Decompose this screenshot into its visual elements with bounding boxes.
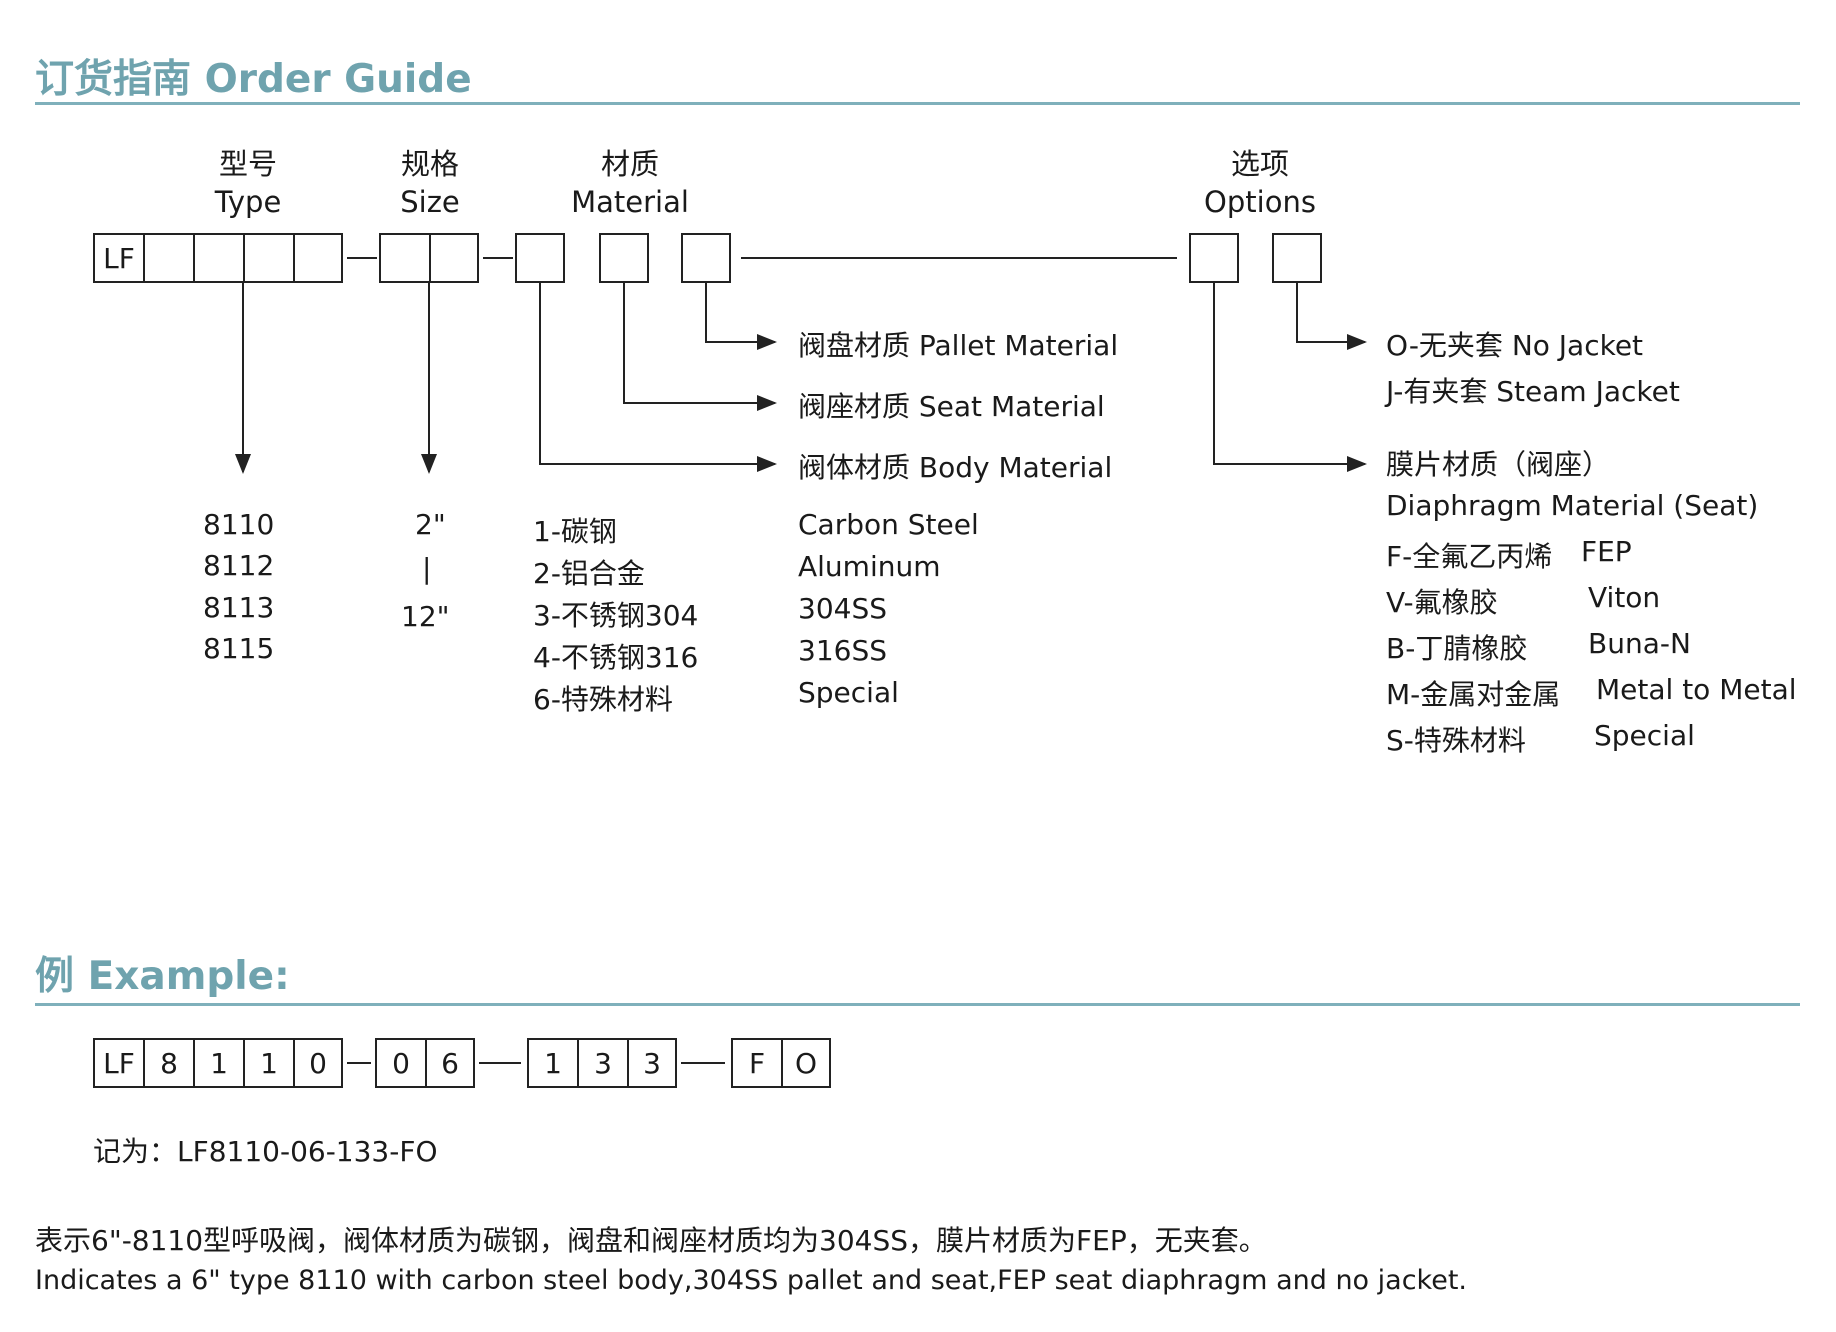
material-code: 2-铝合金 bbox=[533, 557, 645, 590]
code-box-pallet-material bbox=[681, 233, 731, 283]
size-range-separator: | bbox=[422, 552, 432, 585]
diaphragm-label-en: Diaphragm Material (Seat) bbox=[1386, 489, 1759, 522]
material-header-en: Material bbox=[571, 185, 689, 219]
pallet-arrow bbox=[705, 283, 777, 350]
size-to: 12" bbox=[401, 600, 450, 633]
example-recorded-as: 记为：LF8110-06-133-FO bbox=[93, 1135, 438, 1168]
size-header: 规格 Size bbox=[370, 145, 490, 221]
size-header-cn: 规格 bbox=[400, 147, 459, 181]
diaphragm-label-cn: 膜片材质（阀座） bbox=[1386, 448, 1611, 481]
diaphragm-en: Buna-N bbox=[1588, 627, 1691, 660]
material-header-cn: 材质 bbox=[600, 147, 659, 181]
seat-arrow bbox=[623, 283, 777, 411]
diaphragm-arrow bbox=[1213, 283, 1367, 472]
code-box-type bbox=[193, 233, 245, 283]
diaphragm-code: F-全氟乙丙烯 bbox=[1386, 540, 1553, 573]
code-box-seat-material bbox=[599, 233, 649, 283]
body-arrow bbox=[539, 283, 777, 472]
type-value: 8110 bbox=[203, 508, 275, 541]
example-box: LF bbox=[93, 1038, 145, 1088]
example-divider bbox=[35, 1003, 1800, 1006]
example-separator bbox=[347, 1062, 371, 1064]
code-separator bbox=[347, 257, 377, 259]
example-box: 1 bbox=[527, 1038, 579, 1088]
jacket-option-j: J-有夹套 Steam Jacket bbox=[1386, 375, 1680, 408]
example-box: 1 bbox=[193, 1038, 245, 1088]
example-box: 1 bbox=[243, 1038, 295, 1088]
material-code: 4-不锈钢316 bbox=[533, 641, 699, 674]
code-box-prefix: LF bbox=[93, 233, 145, 283]
diaphragm-en: FEP bbox=[1581, 535, 1632, 568]
code-box-type bbox=[293, 233, 343, 283]
jacket-arrow bbox=[1296, 283, 1367, 350]
diaphragm-code: M-金属对金属 bbox=[1386, 678, 1561, 711]
example-box: 3 bbox=[577, 1038, 629, 1088]
diaphragm-code: S-特殊材料 bbox=[1386, 724, 1526, 757]
jacket-option-o: O-无夹套 No Jacket bbox=[1386, 329, 1644, 362]
example-box: F bbox=[731, 1038, 783, 1088]
seat-material-label: 阀座材质 Seat Material bbox=[798, 390, 1105, 423]
body-material-label: 阀体材质 Body Material bbox=[798, 451, 1113, 484]
code-box-size bbox=[379, 233, 431, 283]
diaphragm-code: B-丁腈橡胶 bbox=[1386, 632, 1528, 665]
material-code: 1-碳钢 bbox=[533, 515, 617, 548]
example-title: 例 Example: bbox=[35, 954, 290, 999]
type-header-en: Type bbox=[214, 185, 282, 219]
type-value: 8112 bbox=[203, 549, 275, 582]
pallet-material-label: 阀盘材质 Pallet Material bbox=[798, 329, 1119, 362]
diaphragm-en: Viton bbox=[1588, 581, 1661, 614]
example-separator bbox=[479, 1062, 521, 1064]
example-box: 0 bbox=[293, 1038, 343, 1088]
code-box-type bbox=[143, 233, 195, 283]
order-guide-title: 订货指南 Order Guide bbox=[35, 57, 472, 102]
example-description-cn: 表示6"-8110型呼吸阀，阀体材质为碳钢，阀盘和阀座材质均为304SS，膜片材… bbox=[35, 1224, 1267, 1257]
example-box: 6 bbox=[425, 1038, 475, 1088]
code-box-body-material bbox=[515, 233, 565, 283]
options-header-en: Options bbox=[1204, 185, 1316, 219]
code-box-diaphragm bbox=[1189, 233, 1239, 283]
example-box: O bbox=[781, 1038, 831, 1088]
example-box: 3 bbox=[627, 1038, 677, 1088]
material-en: Carbon Steel bbox=[798, 508, 979, 541]
material-en: 316SS bbox=[798, 634, 887, 667]
material-en: Special bbox=[798, 676, 899, 709]
code-box-jacket bbox=[1272, 233, 1322, 283]
example-description-en: Indicates a 6" type 8110 with carbon ste… bbox=[35, 1265, 1468, 1296]
code-separator bbox=[483, 257, 513, 259]
material-en: Aluminum bbox=[798, 550, 941, 583]
options-header-cn: 选项 bbox=[1230, 147, 1289, 181]
options-header: 选项 Options bbox=[1180, 145, 1340, 221]
material-en: 304SS bbox=[798, 592, 887, 625]
size-header-en: Size bbox=[400, 185, 460, 219]
example-box: 8 bbox=[143, 1038, 195, 1088]
material-header: 材质 Material bbox=[545, 145, 715, 221]
type-header: 型号 Type bbox=[188, 145, 308, 221]
example-separator bbox=[681, 1062, 725, 1064]
size-from: 2" bbox=[415, 508, 446, 541]
diaphragm-en: Metal to Metal bbox=[1596, 673, 1797, 706]
example-box: 0 bbox=[375, 1038, 427, 1088]
diaphragm-code: V-氟橡胶 bbox=[1386, 586, 1498, 619]
material-code: 3-不锈钢304 bbox=[533, 599, 699, 632]
type-value: 8115 bbox=[203, 632, 275, 665]
diaphragm-en: Special bbox=[1594, 719, 1695, 752]
code-box-size bbox=[429, 233, 479, 283]
material-code: 6-特殊材料 bbox=[533, 683, 673, 716]
code-long-separator bbox=[741, 257, 1177, 259]
type-header-cn: 型号 bbox=[218, 147, 277, 181]
order-guide-divider bbox=[35, 102, 1800, 105]
type-value: 8113 bbox=[203, 591, 275, 624]
